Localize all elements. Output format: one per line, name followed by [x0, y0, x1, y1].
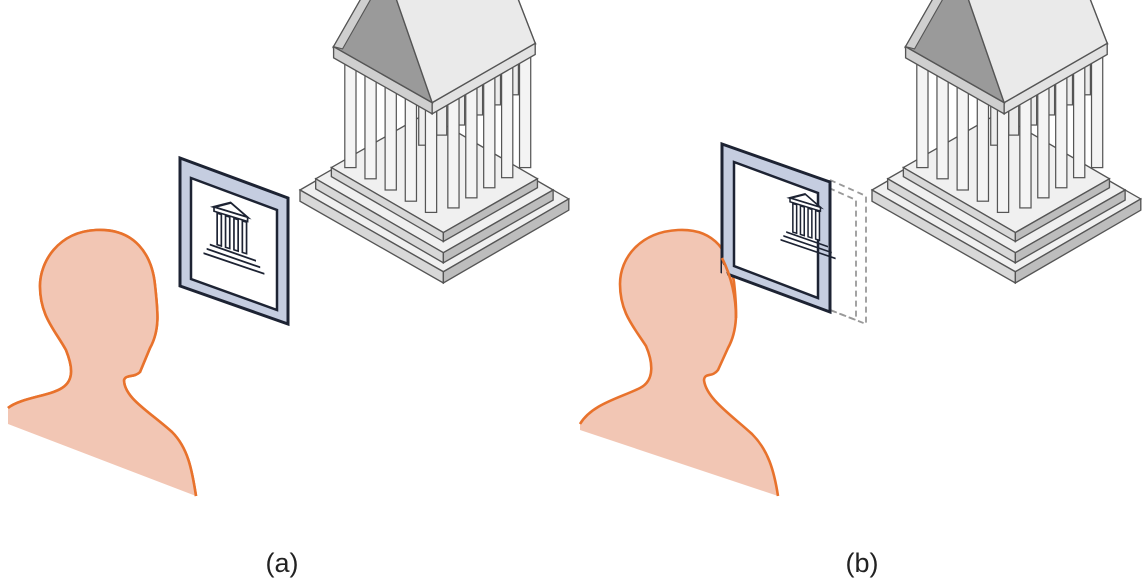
panel-label-a: (a) [265, 548, 299, 578]
panel-label-b: (b) [845, 548, 879, 578]
picture-frame-a [178, 155, 290, 327]
head-overlap-b [722, 262, 735, 318]
panel-b [578, 0, 1142, 497]
picture-frame-b [720, 141, 837, 315]
head-fill-a [8, 229, 196, 497]
head-overlap-outline-b [720, 257, 738, 319]
temple-building-b [871, 0, 1142, 284]
panel-a [7, 0, 570, 497]
temple-building-a [299, 0, 570, 284]
head-outline-b [578, 228, 780, 497]
